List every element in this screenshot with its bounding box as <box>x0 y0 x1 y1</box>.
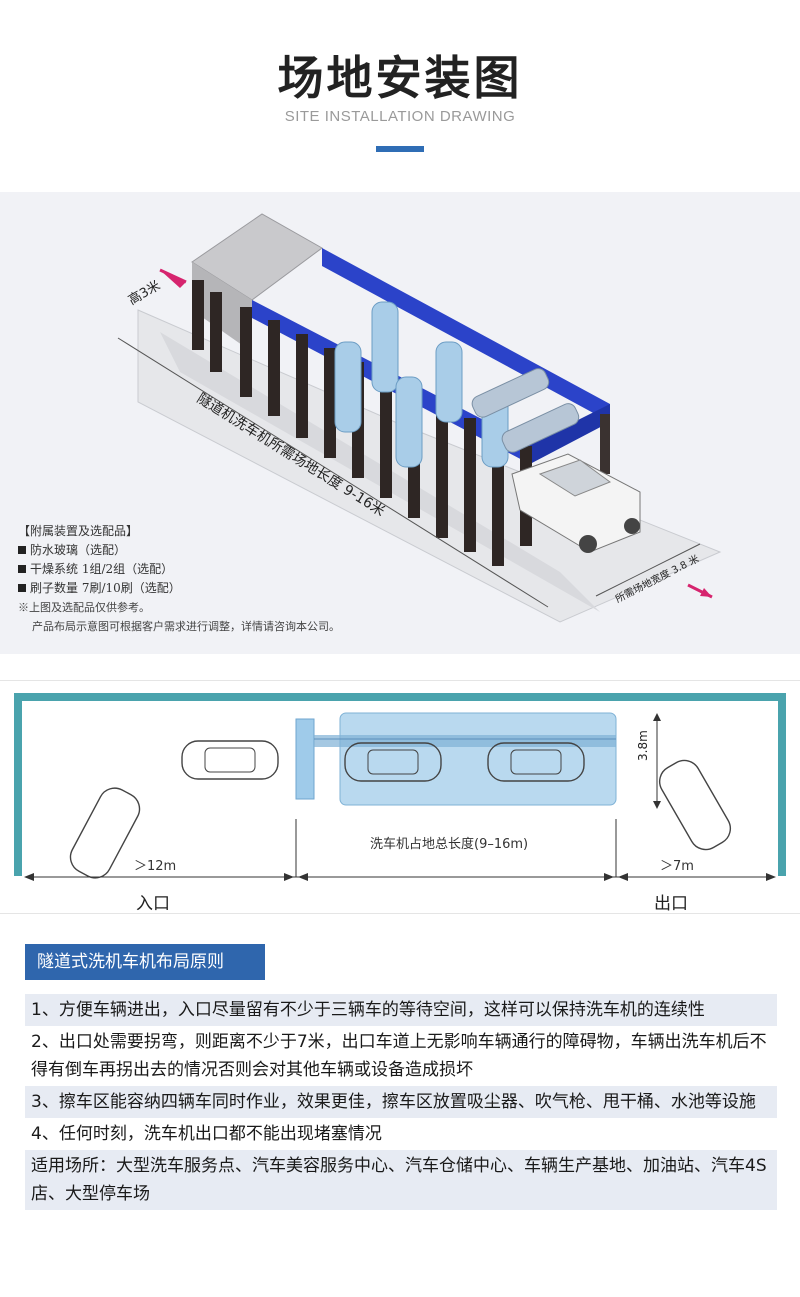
legend-item: 刷子数量 7刷/10刷（选配） <box>18 579 340 598</box>
tunnel-machine-illustration <box>117 213 722 623</box>
plan-height-label: 3.8m <box>636 730 650 761</box>
exit-distance-label: ＞7m <box>660 859 694 874</box>
installation-drawing: 高3米 隧道机洗车机所需场地长度 9-16米 所需场地宽度 3.8 米 【附属装… <box>0 192 800 654</box>
principle-item: 2、出口处需要拐弯，则距离不少于7米，出口车道上无影响车辆通行的障碍物，车辆出洗… <box>31 1032 767 1080</box>
page-subtitle: SITE INSTALLATION DRAWING <box>284 108 516 125</box>
legend-note: ※上图及选配品仅供参考。 <box>18 601 150 614</box>
legend-title: 【附属装置及选配品】 <box>18 524 139 538</box>
principle-item: 4、任何时刻，洗车机出口都不能出现堵塞情况 <box>31 1124 382 1144</box>
accessory-legend: 【附属装置及选配品】 防水玻璃（选配） 干燥系统 1组/2组（选配） 刷子数量 … <box>18 522 340 636</box>
principle-item: 3、擦车区能容纳四辆车同时作业，效果更佳，擦车区放置吸尘器、吹气枪、甩干桶、水池… <box>25 1086 777 1118</box>
page-title: 场地安装图 <box>277 51 523 105</box>
title-accent-bar <box>376 146 424 152</box>
principle-item: 1、方便车辆进出，入口尽量留有不少于三辆车的等待空间，这样可以保持洗车机的连续性 <box>25 994 777 1026</box>
plan-view: 3.8m 洗车机占地总长度(9–16m) ＞12m ＞7m 入口 出口 <box>0 680 800 914</box>
legend-item: 干燥系统 1组/2组（选配） <box>18 560 340 579</box>
machine-length-label: 洗车机占地总长度(9–16m) <box>370 837 529 852</box>
legend-item: 防水玻璃（选配） <box>18 541 340 560</box>
principles-list: 1、方便车辆进出，入口尽量留有不少于三辆车的等待空间，这样可以保持洗车机的连续性… <box>25 994 777 1210</box>
entry-label: 入口 <box>136 894 170 914</box>
legend-note: 产品布局示意图可根据客户需求进行调整，详情请咨询本公司。 <box>32 620 340 633</box>
principles-heading: 隧道式洗机车机布局原则 <box>25 944 265 980</box>
car-icon <box>511 453 641 553</box>
exit-label: 出口 <box>654 894 688 914</box>
layout-plan-diagram <box>14 693 786 881</box>
entry-distance-label: ＞12m <box>134 859 177 874</box>
principle-item: 适用场所：大型洗车服务点、汽车美容服务中心、汽车仓储中心、车辆生产基地、加油站、… <box>25 1150 777 1210</box>
